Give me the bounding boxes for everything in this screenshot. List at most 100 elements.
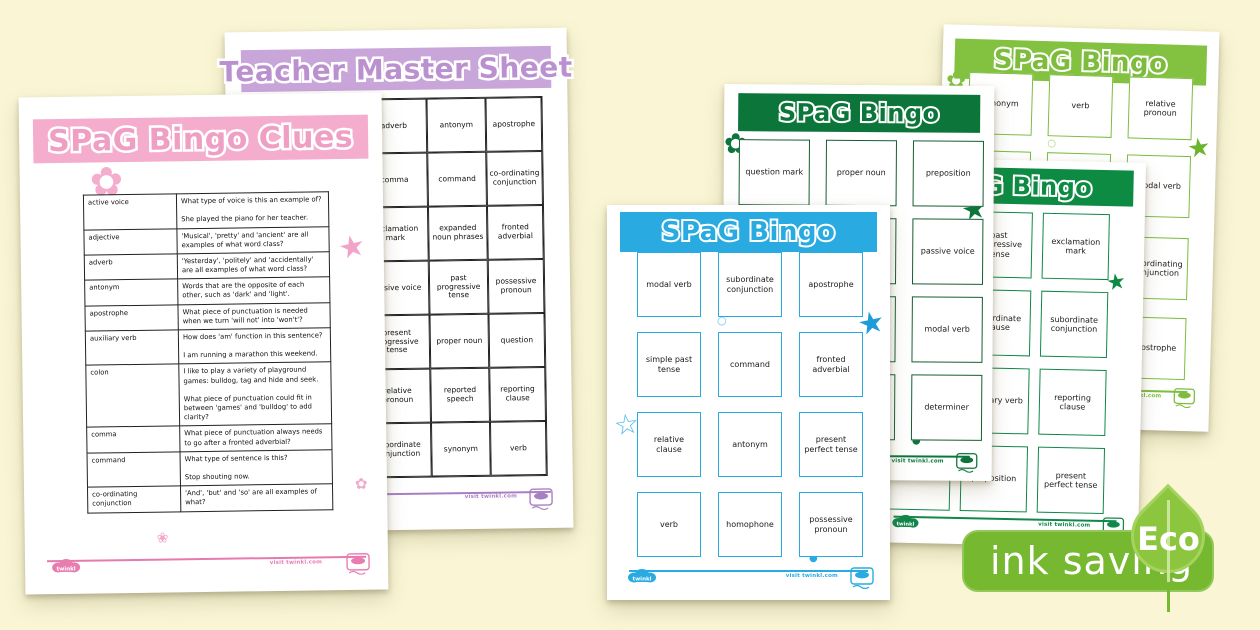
clue-text: What piece of punctuation always needs t…: [179, 424, 332, 452]
bingo-cell: apostrophe: [799, 252, 863, 317]
twinkl-logo: twinkl: [892, 514, 919, 528]
svg-text:twinkl: twinkl: [57, 566, 76, 572]
circle-icon: ○: [1047, 138, 1057, 150]
clues-header: SPaG Bingo Clues: [32, 114, 369, 164]
eco-label: Eco: [1137, 520, 1200, 558]
master-grid-cell: fronted adverbial: [486, 204, 544, 260]
flower-icon: ✿: [354, 474, 368, 493]
master-grid-cell: question: [488, 312, 546, 368]
bingo-cell: passive voice: [911, 218, 984, 285]
twinkl-logo: twinkl: [628, 569, 656, 583]
bingo-cell: verb: [1047, 74, 1114, 138]
clue-text: 'And', 'but' and 'so' are all examples o…: [180, 484, 333, 512]
master-sheet-title: Teacher Master Sheet: [217, 48, 576, 91]
twinkl-stamp-icon: [1173, 388, 1196, 409]
bingo-cell: question mark: [738, 139, 810, 206]
bingo-cell: simple past tense: [637, 332, 701, 397]
clue-row: co-ordinating conjunction'And', 'but' an…: [87, 484, 333, 513]
bingo-cell: determiner: [910, 374, 983, 441]
clue-row: adverb'Yesterday', 'politely' and 'accid…: [84, 251, 330, 281]
twinkl-logo: twinkl: [52, 558, 81, 573]
clue-term: active voice: [83, 193, 177, 230]
clue-text: What type of sentence is this? Stop shou…: [180, 449, 333, 487]
footer-rule: [893, 515, 1117, 523]
bingo-cell: homophone: [718, 492, 782, 557]
clue-term: adverb: [84, 253, 178, 281]
clue-text: What type of voice is this an example of…: [176, 191, 329, 229]
clue-term: antonym: [84, 279, 178, 306]
clue-text: 'Yesterday', 'politely' and 'accidentall…: [177, 251, 330, 280]
eco-leaf-icon: Eco: [1115, 483, 1221, 612]
twinkl-stamp-icon: [850, 567, 874, 589]
twinkl-stamp-icon: [956, 452, 978, 473]
bingo-cell: proper noun: [825, 139, 897, 207]
visit-twinkl-link: visit twinkl.com: [891, 458, 944, 465]
bingo-cell: modal verb: [637, 252, 701, 317]
bingo-cell: subordinate conjunction: [1039, 290, 1109, 359]
flower-outline-icon: ❀: [156, 530, 169, 547]
visit-twinkl-link: visit twinkl.com: [1038, 521, 1091, 529]
master-grid-cell: reported speech: [430, 367, 490, 423]
bingo-cell: exclamation mark: [1041, 212, 1110, 281]
clue-text: What piece of punctuation is needed when…: [177, 302, 331, 330]
visit-twinkl-link: visit twinkl.com: [269, 559, 323, 567]
bingo-cell: command: [718, 332, 782, 397]
master-grid-cell: command: [427, 151, 487, 207]
twinkl-stamp-icon: [346, 553, 370, 575]
footer-rule: [629, 570, 868, 572]
bingo-card-title: SPaG Bingo: [777, 96, 942, 129]
clue-term: apostrophe: [84, 304, 179, 332]
bingo-card-title: SPaG Bingo: [660, 215, 837, 249]
bingo-cell: modal verb: [911, 296, 983, 363]
clue-text: How does 'am' function in this sentence?…: [178, 327, 331, 365]
master-grid-cell: proper noun: [429, 313, 490, 369]
leaf-stem: [1167, 582, 1170, 612]
clues-title: SPaG Bingo Clues: [45, 117, 355, 161]
master-grid-cell: possessive pronoun: [487, 258, 545, 314]
leaf-midrib: [1167, 500, 1170, 582]
clue-term: comma: [86, 426, 181, 453]
master-grid-cell: co-ordinating conjunction: [486, 150, 543, 206]
bingo-cell: fronted adverbial: [799, 332, 863, 397]
bingo-cell: relative pronoun: [1127, 76, 1194, 141]
master-grid-cell: antonym: [426, 97, 487, 153]
bingo-cell: reporting clause: [1038, 368, 1107, 437]
master-grid-cell: synonym: [430, 421, 491, 477]
svg-text:twinkl: twinkl: [632, 577, 651, 583]
master-sheet-header: Teacher Master Sheet: [217, 45, 575, 93]
master-grid-cell: verb: [489, 420, 547, 476]
clue-term: auxiliary verb: [85, 329, 179, 366]
clue-term: colon: [85, 364, 180, 428]
svg-text:twinkl: twinkl: [896, 521, 914, 527]
clue-term: command: [87, 451, 181, 488]
bingo-cell: verb: [637, 492, 701, 557]
clue-text: I like to play a variety of playground g…: [178, 362, 332, 427]
clue-text: Words that are the opposite of each othe…: [177, 276, 330, 305]
visit-twinkl-link: visit twinkl.com: [464, 493, 518, 501]
master-grid-cell: past progressive tense: [428, 259, 489, 315]
clue-term: adjective: [83, 228, 178, 256]
bingo-cell: preposition: [912, 140, 984, 207]
bingo-cell: relative clause: [637, 412, 701, 477]
visit-twinkl-link: visit twinkl.com: [785, 573, 838, 579]
clue-text: 'Musical', 'pretty' and 'ancient' are al…: [176, 226, 330, 254]
bingo-cell: present perfect tense: [799, 412, 863, 477]
bingo-cell: antonym: [718, 412, 782, 477]
master-grid-cell: reporting clause: [489, 366, 546, 422]
twinkl-stamp-icon: [529, 488, 553, 511]
bingo-cell: present perfect tense: [1036, 446, 1106, 515]
master-grid-cell: apostrophe: [485, 96, 543, 152]
star-icon: ★: [335, 227, 370, 268]
